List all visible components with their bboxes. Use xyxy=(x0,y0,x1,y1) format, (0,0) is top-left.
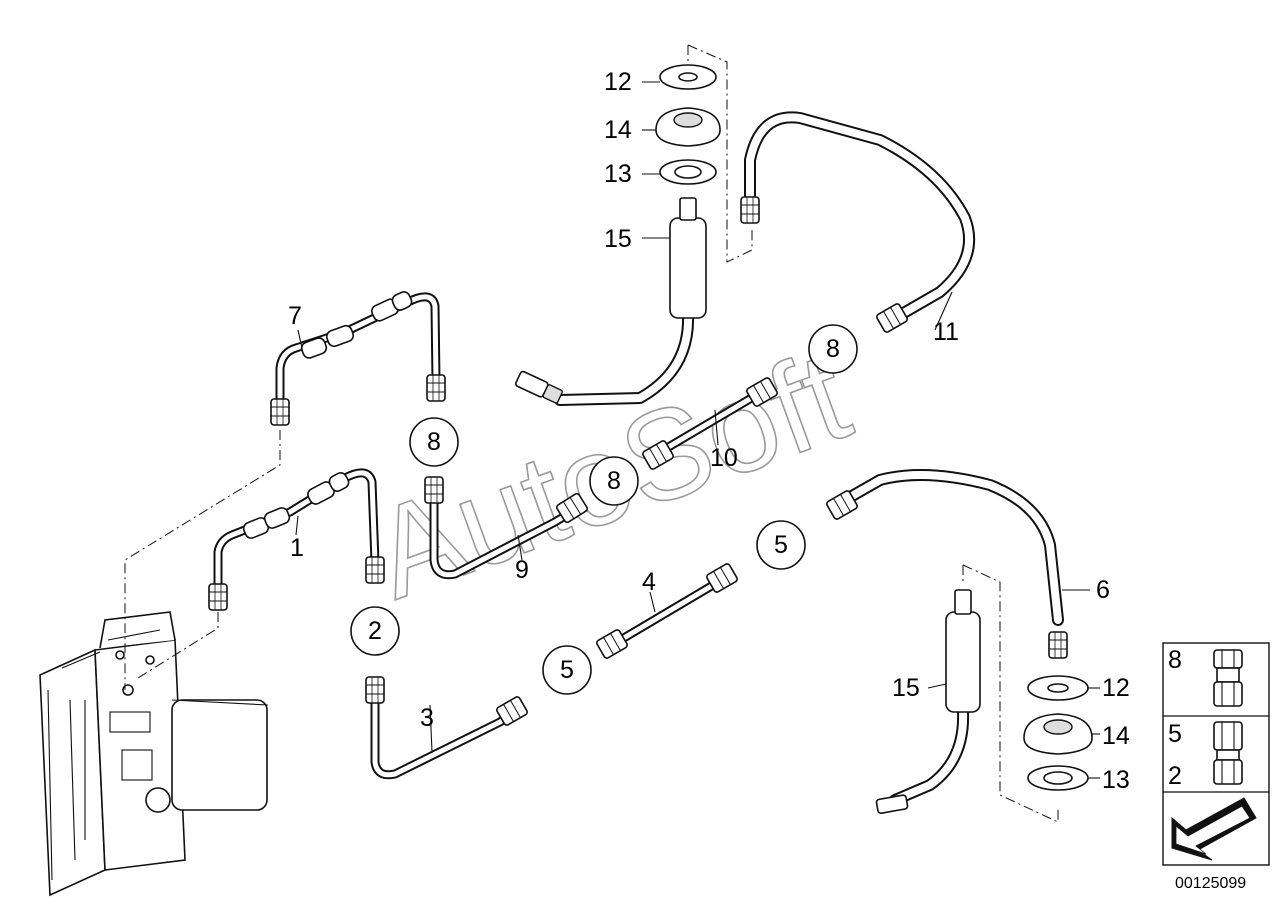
svg-text:8: 8 xyxy=(1168,646,1182,674)
legend-panel: 8 5 2 xyxy=(1162,642,1270,866)
label-11: 11 xyxy=(933,318,959,346)
label-14-bottom: 14 xyxy=(1102,722,1130,750)
washer-13-upper xyxy=(659,159,717,185)
washer-12-upper xyxy=(659,64,717,90)
label-13-top: 13 xyxy=(604,160,632,188)
svg-text:5: 5 xyxy=(774,531,788,559)
grommet-14-upper xyxy=(655,107,721,147)
brake-pipe-4 xyxy=(594,562,740,660)
circled-label-5-b: 5 xyxy=(756,520,806,570)
washer-12-lower xyxy=(1027,675,1089,701)
leader-lines xyxy=(295,81,1100,779)
circled-label-8-b: 8 xyxy=(589,456,639,506)
label-15-top: 15 xyxy=(604,225,632,253)
direction-arrow-icon xyxy=(1171,797,1257,861)
brake-pipe-1 xyxy=(208,468,385,611)
svg-text:8: 8 xyxy=(607,467,621,495)
label-15-bottom: 15 xyxy=(892,674,920,702)
svg-text:2: 2 xyxy=(1168,762,1182,790)
brake-line-15-upper xyxy=(515,197,707,406)
grommet-14-lower xyxy=(1023,713,1093,755)
legend-item-5-2: 5 2 xyxy=(1168,720,1243,790)
brake-pipe-3 xyxy=(365,676,530,780)
circled-label-5-a: 5 xyxy=(542,645,592,695)
svg-text:5: 5 xyxy=(560,656,574,684)
label-1: 1 xyxy=(290,534,304,562)
legend-item-8: 8 xyxy=(1168,646,1243,707)
label-12-bottom: 12 xyxy=(1102,674,1130,702)
svg-text:8: 8 xyxy=(427,428,441,456)
label-6: 6 xyxy=(1096,576,1110,604)
label-10: 10 xyxy=(710,444,738,472)
label-9: 9 xyxy=(515,556,529,584)
label-12-top: 12 xyxy=(604,68,632,96)
drawing-number: 00125099 xyxy=(1175,875,1246,892)
washer-13-lower xyxy=(1027,765,1089,791)
svg-text:5: 5 xyxy=(1168,720,1182,748)
abs-hydraulic-unit xyxy=(39,611,269,897)
brake-pipe-9 xyxy=(424,476,590,580)
label-7: 7 xyxy=(288,302,302,330)
label-3: 3 xyxy=(420,704,434,732)
connection-lines xyxy=(124,44,1059,823)
circled-label-8-c: 8 xyxy=(808,324,858,374)
brake-hose-6 xyxy=(824,469,1068,659)
brake-hose-11 xyxy=(740,111,976,334)
svg-text:2: 2 xyxy=(368,617,382,645)
brake-pipe-10 xyxy=(640,376,780,471)
brake-line-15-lower xyxy=(875,589,981,814)
circled-label-2: 2 xyxy=(350,606,400,656)
svg-text:8: 8 xyxy=(826,335,840,363)
label-14-top: 14 xyxy=(604,116,632,144)
label-4: 4 xyxy=(642,568,656,596)
label-13-bottom: 13 xyxy=(1102,766,1130,794)
brake-pipe-7 xyxy=(270,291,446,426)
circled-label-8-a: 8 xyxy=(409,417,459,467)
